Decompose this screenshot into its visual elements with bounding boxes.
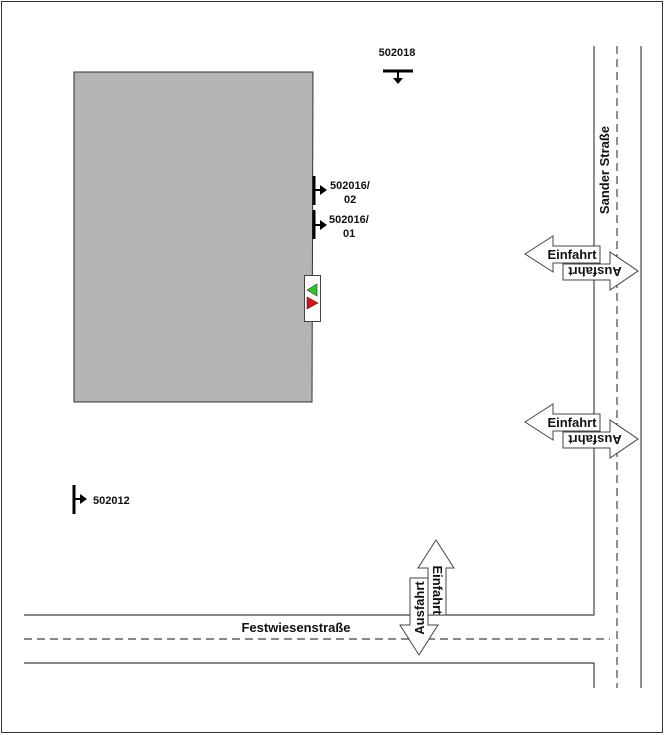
entry-label: Einfahrt bbox=[430, 565, 445, 615]
marker-502012-icon bbox=[72, 485, 87, 514]
entry-arrow-1: Einfahrt bbox=[524, 235, 601, 273]
marker-502016-01-label: 502016/ bbox=[329, 214, 369, 226]
marker-502012-label: 502012 bbox=[93, 495, 130, 507]
entry-arrow-2: Einfahrt bbox=[524, 403, 601, 441]
red-triangle-icon bbox=[306, 296, 319, 310]
entry-label: Einfahrt bbox=[547, 247, 597, 262]
sander-strasse-label: Sander Straße bbox=[597, 126, 612, 214]
marker-502018-label: 502018 bbox=[379, 47, 416, 59]
exit-label: Ausfahrt bbox=[568, 432, 622, 447]
road-edge-outer bbox=[24, 662, 595, 688]
green-triangle-icon bbox=[306, 283, 318, 297]
exit-arrow-1: Ausfahrt bbox=[562, 251, 639, 291]
roads bbox=[24, 46, 642, 688]
marker-502016-01-icon bbox=[312, 210, 327, 239]
marker-502016-02-label: 502016/ bbox=[330, 180, 370, 192]
marker-502018-icon bbox=[383, 69, 413, 84]
road-edge-inner bbox=[24, 46, 595, 616]
festwiesenstrasse-label: Festwiesenstraße bbox=[241, 620, 350, 635]
marker-502016-02-icon bbox=[312, 176, 327, 205]
entry-arrow-3: Einfahrt bbox=[417, 539, 455, 616]
exit-arrow-3: Ausfahrt bbox=[399, 577, 439, 656]
exit-label: Ausfahrt bbox=[568, 264, 622, 279]
traffic-signal bbox=[304, 275, 321, 322]
exit-label: Ausfahrt bbox=[412, 581, 427, 635]
entry-label: Einfahrt bbox=[547, 415, 597, 430]
exit-arrow-2: Ausfahrt bbox=[562, 419, 639, 459]
marker-502016-01-label-line2: 01 bbox=[343, 228, 355, 240]
building bbox=[73, 71, 314, 403]
marker-502016-02-label-line2: 02 bbox=[344, 194, 356, 206]
